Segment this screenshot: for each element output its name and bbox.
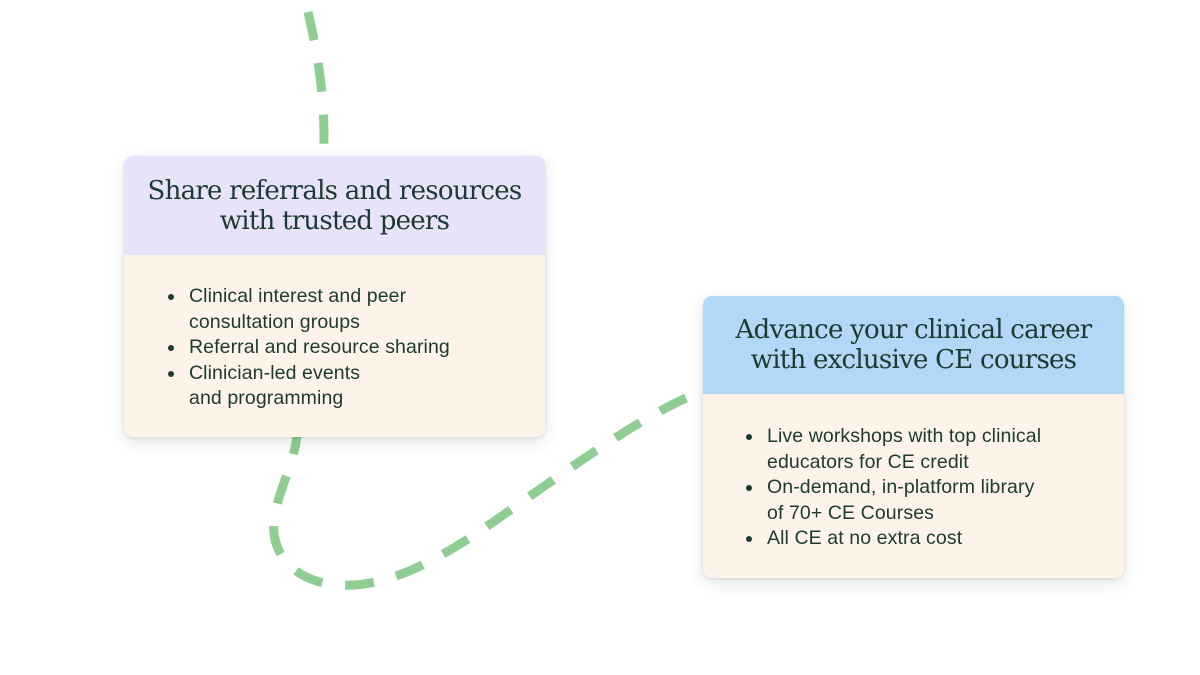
card-ce-courses-header: Advance your clinical career with exclus… [703, 296, 1124, 394]
card-ce-courses-title: Advance your clinical career with exclus… [735, 315, 1093, 375]
card-ce-courses-body: Live workshops with top clinical educato… [703, 394, 1124, 578]
bullet-item: On-demand, in-platform library of 70+ CE… [764, 475, 1110, 526]
card-share-referrals-header: Share referrals and resources with trust… [124, 156, 545, 255]
card-share-referrals: Share referrals and resources with trust… [124, 156, 545, 437]
bullet-item: Clinical interest and peer consultation … [186, 284, 531, 335]
bullet-item: Clinician-led events and programming [186, 361, 531, 412]
bullet-item: Referral and resource sharing [186, 335, 531, 361]
card-ce-courses: Advance your clinical career with exclus… [703, 296, 1124, 578]
connector-path [269, 10, 714, 590]
bullet-item: Live workshops with top clinical educato… [764, 424, 1110, 475]
card-share-referrals-title: Share referrals and resources with trust… [147, 175, 523, 236]
bullet-item: All CE at no extra cost [764, 526, 1110, 552]
card-share-referrals-body: Clinical interest and peer consultation … [124, 255, 545, 437]
card-share-referrals-bullet-list: Clinical interest and peer consultation … [124, 255, 545, 412]
card-ce-courses-bullet-list: Live workshops with top clinical educato… [703, 394, 1124, 552]
